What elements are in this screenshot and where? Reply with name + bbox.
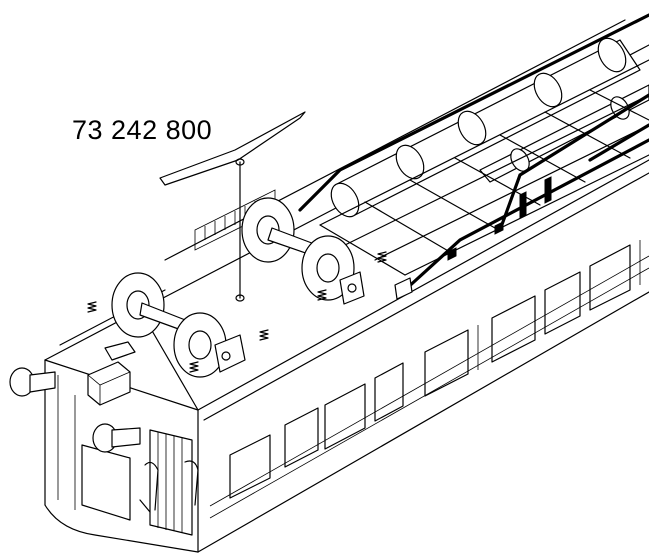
- side-windows: [229, 240, 641, 499]
- roof-pipes: [298, 13, 649, 292]
- front-end: [81, 429, 199, 536]
- springs: [87, 251, 387, 373]
- car-body: [44, 159, 649, 553]
- front-fittings: [9, 341, 141, 453]
- resistor-tubes: [330, 37, 649, 218]
- pantograph-head: [159, 111, 306, 302]
- part-number-label: 73 242 800: [72, 115, 213, 145]
- brackets: [214, 176, 552, 373]
